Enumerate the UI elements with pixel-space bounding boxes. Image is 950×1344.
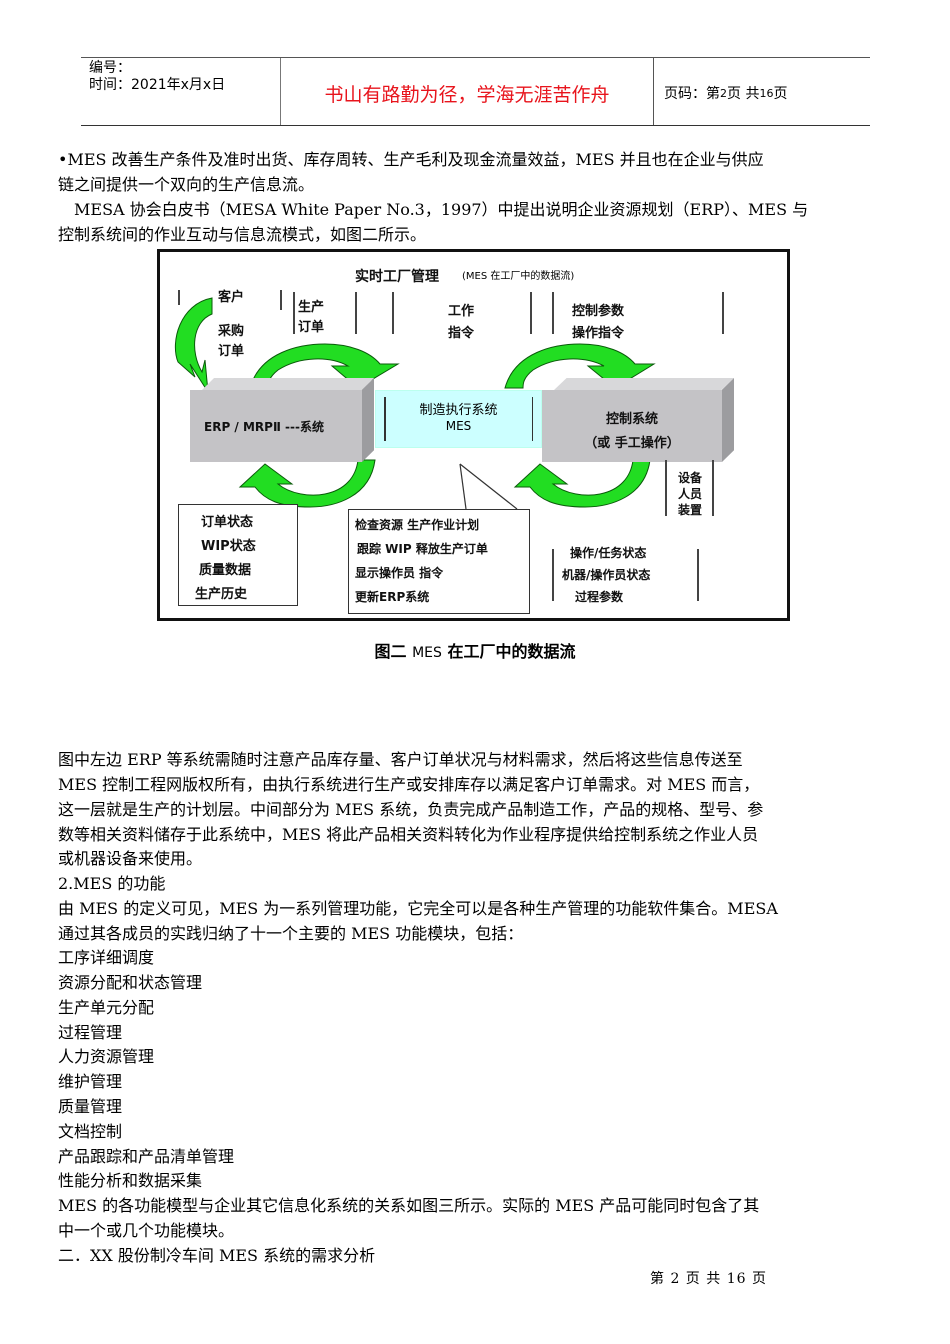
divider <box>712 460 714 516</box>
label-production-1: 生产 <box>298 300 325 315</box>
callout-pointer-icon <box>459 463 518 510</box>
control-box-subtitle: （或 手工操作） <box>584 436 680 451</box>
label-operate-cmds: 操作指令 <box>572 326 625 341</box>
body-paragraph-line: MES 的各功能模型与企业其它信息化系统的关系如图三所示。实际的 MES 产品可… <box>58 1196 760 1215</box>
divider <box>697 549 699 601</box>
mes-box-abbr: MES <box>445 419 472 433</box>
module-item: 过程管理 <box>58 1023 123 1042</box>
page-suffix: 页 <box>773 86 788 102</box>
control-box-title: 控制系统 <box>605 412 658 427</box>
mes-function: 跟踪 WIP 释放生产订单 <box>357 542 488 556</box>
equipment-labels: 设备 人员 装置 <box>678 471 703 517</box>
body-paragraph-line: 数等相关资料储存于此系统中，MES 将此产品相关资料转化为作业程序提供给控制系统… <box>58 825 759 844</box>
header-meta-cell: 编号： 时间：2021年x月x日 <box>81 58 281 125</box>
mes-box-title: 制造执行系统 <box>419 403 498 418</box>
page-total: 16 <box>759 86 774 100</box>
erp-box-label: ERP / MRPⅡ ---系统 <box>204 420 324 434</box>
divider <box>531 397 533 441</box>
label-production-2: 订单 <box>298 320 325 335</box>
intro-line-4: 控制系统间的作业互动与信息流模式，如图二所示。 <box>58 225 427 244</box>
mes-function: 检查资源 生产作业计划 <box>355 518 480 532</box>
figure-caption: 图二 MES 在工厂中的数据流 <box>374 642 576 661</box>
page-header: 编号： 时间：2021年x月x日 书山有路勤为径，学海无涯苦作舟 页码：第 2 … <box>81 57 870 126</box>
body-paragraph-line: 图中左边 ERP 等系统需随时注意产品库存量、客户订单状况与材料需求，然后将这些… <box>58 750 743 769</box>
divider <box>552 549 554 601</box>
page-prefix: 页码：第 <box>664 86 720 102</box>
label-purchase-1: 采购 <box>218 324 245 339</box>
status-wip: WIP状态 <box>201 539 256 554</box>
body-paragraph-line: 中一个或几个功能模块。 <box>58 1221 235 1240</box>
module-item: 产品跟踪和产品清单管理 <box>58 1147 235 1166</box>
divider <box>392 292 394 334</box>
label-control-params: 控制参数 <box>572 304 625 319</box>
divider <box>665 460 667 516</box>
intro-line-1: •MES 改善生产条件及准时出货、库存周转、生产毛利及现金流量效益，MES 并且… <box>58 150 764 169</box>
label-customer: 客户 <box>218 290 245 305</box>
body-paragraph-line: MES 控制工程网版权所有，由执行系统进行生产或安排库存以满足客户订单需求。对 … <box>58 775 760 794</box>
label-work-2: 指令 <box>448 326 475 341</box>
chapter-heading: 二．XX 股份制冷车间 MES 系统的需求分析 <box>58 1246 376 1265</box>
divider <box>178 290 180 305</box>
intro-line-3: MESA 协会白皮书（MESA White Paper No.3，1997）中提… <box>58 200 809 219</box>
page-current: 2 <box>720 86 727 100</box>
module-item: 工序详细调度 <box>58 948 155 967</box>
divider <box>355 292 357 334</box>
body-paragraph-line: 通过其各成员的实践归纳了十一个主要的 MES 功能模块，包括： <box>58 924 524 943</box>
mes-dataflow-figure: 实时工厂管理 (MES 在工厂中的数据流) 客户 采购 订单 生产 订单 工作 … <box>157 249 790 621</box>
status-process: 过程参数 <box>575 590 624 604</box>
module-item: 文档控制 <box>58 1122 123 1141</box>
mes-system-box: 制造执行系统 MES <box>375 390 542 448</box>
doc-number-label: 编号： <box>89 60 131 76</box>
module-item: 质量管理 <box>58 1097 123 1116</box>
erp-status-box: 订单状态 WIP状态 质量数据 生产历史 <box>178 504 298 606</box>
module-item: 维护管理 <box>58 1072 123 1091</box>
divider <box>552 292 554 334</box>
figure-subtitle: (MES 在工厂中的数据流) <box>462 271 575 282</box>
divider <box>384 397 386 441</box>
status-history: 生产历史 <box>195 587 248 602</box>
status-machine: 机器/操作员状态 <box>562 568 651 582</box>
body-paragraph-line: 这一层就是生产的计划层。中间部分为 MES 系统，负责完成产品制造工作，产品的规… <box>58 800 764 819</box>
figure-title: 实时工厂管理 <box>355 269 439 285</box>
header-motto: 书山有路勤为径，学海无涯苦作舟 <box>281 58 654 125</box>
divider <box>530 292 532 334</box>
module-item: 性能分析和数据采集 <box>58 1171 203 1190</box>
status-quality: 质量数据 <box>199 563 252 578</box>
module-item: 资源分配和状态管理 <box>58 973 203 992</box>
module-item: 生产单元分配 <box>58 998 155 1017</box>
mes-function: 显示操作员 指令 <box>355 566 444 580</box>
header-page-number: 页码：第 2 页 共 16 页 <box>654 58 870 125</box>
divider <box>722 292 724 334</box>
body-paragraph-line: 或机器设备来使用。 <box>58 849 203 868</box>
mes-function: 更新ERP系统 <box>355 590 430 604</box>
page-footer: 第 2 页 共 16 页 <box>650 1271 767 1287</box>
body-paragraph-line: 由 MES 的定义可见，MES 为一系列管理功能，它完全可以是各种生产管理的功能… <box>58 899 778 918</box>
module-item: 人力资源管理 <box>58 1047 155 1066</box>
divider <box>293 292 295 334</box>
status-order: 订单状态 <box>201 515 254 530</box>
label-purchase-2: 订单 <box>218 344 245 359</box>
divider <box>280 290 282 310</box>
status-operation: 操作/任务状态 <box>570 546 647 560</box>
flow-arrows-icon <box>174 297 656 508</box>
section-heading: 2.MES 的功能 <box>58 874 166 893</box>
mes-functions-box: 检查资源 生产作业计划 跟踪 WIP 释放生产订单 显示操作员 指令 更新ERP… <box>348 509 530 614</box>
doc-date-label: 时间：2021年x月x日 <box>89 77 226 93</box>
page-mid: 页 共 <box>727 86 760 102</box>
label-work-1: 工作 <box>448 304 475 319</box>
intro-line-2: 链之间提供一个双向的生产信息流。 <box>58 175 315 194</box>
